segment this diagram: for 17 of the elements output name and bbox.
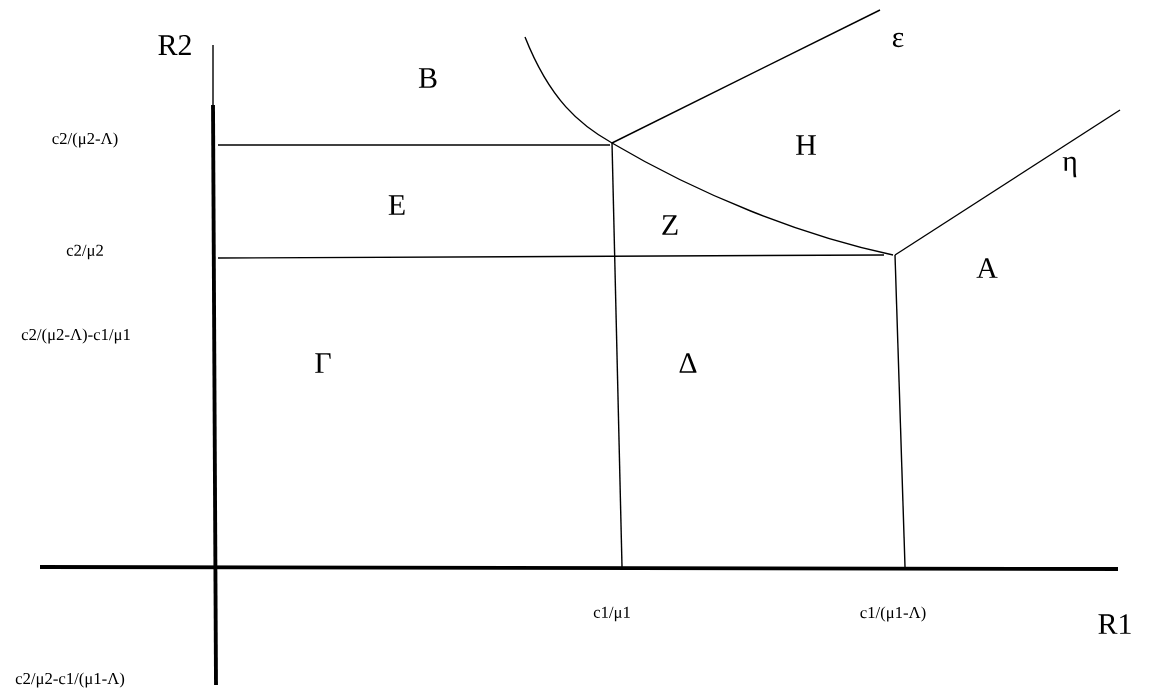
- region-label: E: [388, 195, 405, 215]
- region-label: Δ: [679, 353, 697, 373]
- tick-label: c2/(μ2-Λ)-c1/μ1: [21, 328, 130, 344]
- axis-label: R1: [1098, 614, 1131, 634]
- region-label: Γ: [315, 353, 331, 373]
- region-label: B: [418, 68, 437, 88]
- tick-label: c2/μ2: [66, 244, 103, 260]
- tick-label: c2/μ2-c1/(μ1-Λ): [15, 672, 125, 688]
- tick-label: c1/μ1: [593, 606, 630, 622]
- region-label: ε: [892, 32, 904, 48]
- region-label: η: [1062, 156, 1077, 178]
- region-label: A: [976, 258, 998, 278]
- region-label: Z: [662, 215, 678, 235]
- region-label: H: [796, 135, 816, 155]
- tick-label: c1/(μ1-Λ): [860, 606, 926, 622]
- axis-label: R2: [158, 35, 191, 55]
- tick-label: c2/(μ2-Λ): [52, 132, 118, 148]
